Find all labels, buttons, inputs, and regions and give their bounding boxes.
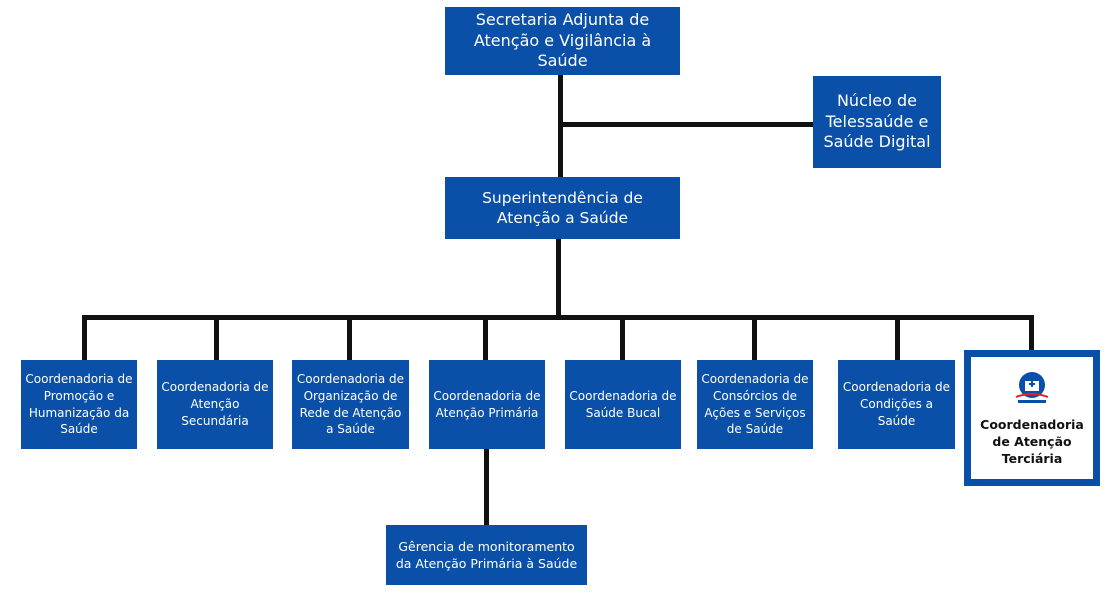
node-coord-primaria: Coordenadoria de Atenção Primária [429, 360, 545, 449]
node-label: Coordenadoria de Consórcios de Ações e S… [701, 371, 809, 437]
connector-drop-7 [895, 315, 900, 360]
connector-to-telessaude [558, 122, 815, 127]
node-label: Coordenadoria de Promoção e Humanização … [25, 371, 133, 437]
connector-horizontal-bus [82, 315, 1034, 320]
node-coord-terciaria: Coordenadoria de Atenção Terciária [964, 350, 1100, 486]
node-coord-organizacao-rede: Coordenadoria de Organização de Rede de … [292, 360, 409, 449]
node-label: Coordenadoria de Atenção Terciária [980, 417, 1084, 466]
connector-drop-6 [752, 315, 757, 360]
node-label: Coordenadoria de Atenção Secundária [161, 380, 269, 428]
node-coord-saude-bucal: Coordenadoria de Saúde Bucal [565, 360, 681, 449]
node-label: Superintendência de Atenção a Saúde [482, 188, 643, 227]
node-label: Gêrencia de monitoramento da Atenção Pri… [395, 538, 578, 572]
node-label: Núcleo de Telessaúde e Saúde Digital [823, 90, 931, 152]
node-secretaria-adjunta: Secretaria Adjunta de Atenção e Vigilânc… [445, 7, 680, 75]
node-label: Secretaria Adjunta de Atenção e Vigilânc… [473, 9, 652, 71]
node-coord-secundaria: Coordenadoria de Atenção Secundária [157, 360, 273, 449]
connector-primaria-to-gerencia [484, 448, 489, 526]
node-gerencia-monitoramento: Gêrencia de monitoramento da Atenção Pri… [386, 525, 587, 585]
connector-super-to-bus [556, 238, 561, 318]
connector-top-to-super [558, 74, 563, 180]
connector-drop-8 [1029, 315, 1034, 352]
connector-drop-5 [620, 315, 625, 360]
atencao-terciaria-logo-icon [1012, 371, 1052, 407]
node-label: Coordenadoria de Atenção Primária [433, 388, 541, 420]
node-coord-consorcios: Coordenadoria de Consórcios de Ações e S… [697, 360, 813, 449]
node-label: Coordenadoria de Saúde Bucal [569, 388, 677, 420]
connector-drop-1 [82, 315, 87, 360]
node-superintendencia: Superintendência de Atenção a Saúde [445, 177, 680, 239]
node-label: Coordenadoria de Condições a Saúde [842, 380, 951, 428]
connector-drop-2 [214, 315, 219, 360]
node-label: Coordenadoria de Organização de Rede de … [296, 371, 405, 437]
connector-drop-3 [347, 315, 352, 360]
connector-drop-4 [483, 315, 488, 360]
node-coord-condicoes: Coordenadoria de Condições a Saúde [838, 360, 955, 449]
node-telessaude: Núcleo de Telessaúde e Saúde Digital [813, 76, 941, 168]
node-coord-promocao: Coordenadoria de Promoção e Humanização … [21, 360, 137, 449]
